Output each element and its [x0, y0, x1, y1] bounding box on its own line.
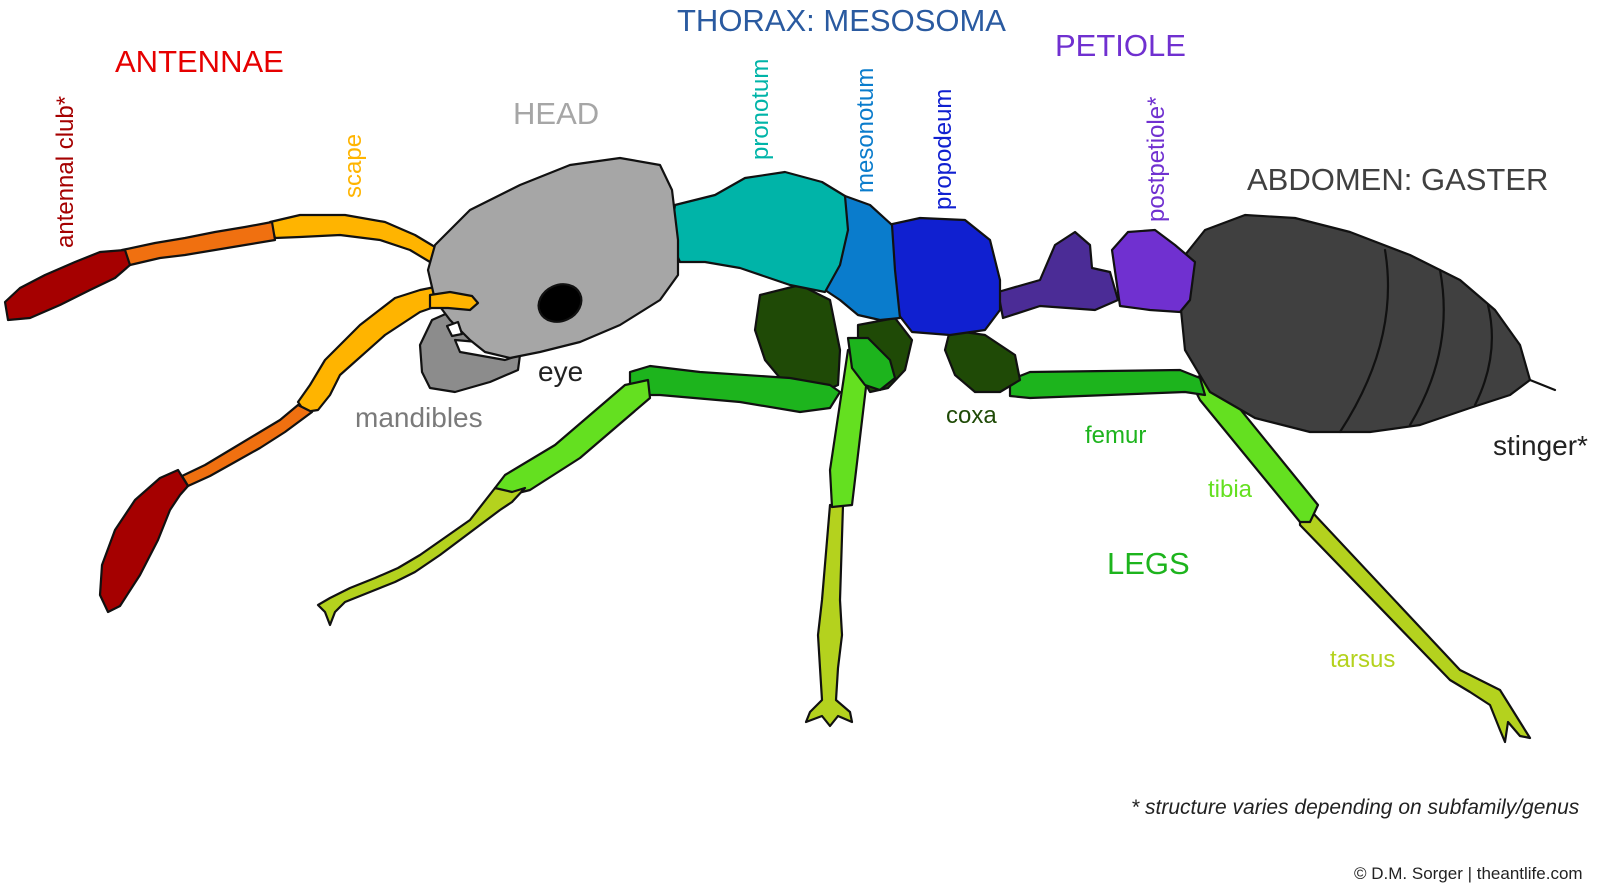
- head: [426, 156, 680, 360]
- rear-club: [98, 468, 190, 614]
- femur-label: femur: [1085, 422, 1147, 449]
- propodeum-label: propodeum: [930, 88, 957, 210]
- front-scape: [268, 213, 447, 264]
- eye-label: eye: [538, 356, 584, 387]
- abdomen-heading: ABDOMEN: GASTER: [1247, 162, 1549, 197]
- scape-label: scape: [340, 133, 367, 198]
- gaster-segment-line: [1473, 303, 1493, 407]
- pronotum: [668, 170, 850, 294]
- front-femur: [628, 364, 842, 414]
- hind-tarsus: [1298, 510, 1532, 744]
- front-antenna: [3, 213, 447, 322]
- gaster-segment-line: [1338, 248, 1390, 434]
- rear-funiculus: [180, 403, 314, 488]
- postpetiole: [1110, 228, 1197, 314]
- front-scape-tip: [428, 290, 480, 312]
- petiole-heading: PETIOLE: [1055, 28, 1186, 63]
- stinger-label: stinger*: [1493, 430, 1588, 461]
- front-funiculus: [120, 220, 277, 267]
- mid-tarsus: [804, 503, 854, 728]
- front-club: [3, 248, 132, 322]
- pronotum-label: pronotum: [747, 58, 774, 160]
- antennal-club-label: antennal club*: [52, 95, 79, 248]
- mandibles-label: mandibles: [355, 402, 483, 433]
- hind-femur: [1008, 368, 1207, 400]
- eye: [537, 283, 583, 323]
- head-heading: HEAD: [513, 96, 600, 131]
- stinger: [1528, 378, 1557, 392]
- postpetiole-label: postpetiole*: [1143, 96, 1170, 222]
- mesonotum-label: mesonotum: [852, 67, 879, 193]
- gaster: [1178, 213, 1532, 434]
- credit: © D.M. Sorger | theantlife.com: [1354, 864, 1583, 883]
- mid-leg: [804, 316, 914, 728]
- antennae-heading: ANTENNAE: [115, 44, 284, 79]
- hind-leg: [943, 328, 1532, 744]
- mandible-tooth: [445, 320, 464, 338]
- gaster-segment-line: [1408, 268, 1445, 427]
- thorax-heading: THORAX: MESOSOMA: [677, 3, 1006, 38]
- footnote: * structure varies depending on subfamil…: [1131, 796, 1580, 819]
- front-tibia: [493, 378, 652, 497]
- front-leg: [316, 283, 842, 627]
- coxa-label: coxa: [946, 402, 997, 429]
- hind-coxa: [943, 328, 1022, 394]
- front-tarsus: [316, 486, 527, 627]
- mid-femur-tip: [846, 336, 897, 392]
- petiole: [996, 230, 1120, 320]
- tibia-label: tibia: [1208, 476, 1253, 503]
- legs-heading: LEGS: [1107, 546, 1190, 581]
- propodeum: [883, 216, 1002, 337]
- tarsus-label: tarsus: [1330, 646, 1396, 673]
